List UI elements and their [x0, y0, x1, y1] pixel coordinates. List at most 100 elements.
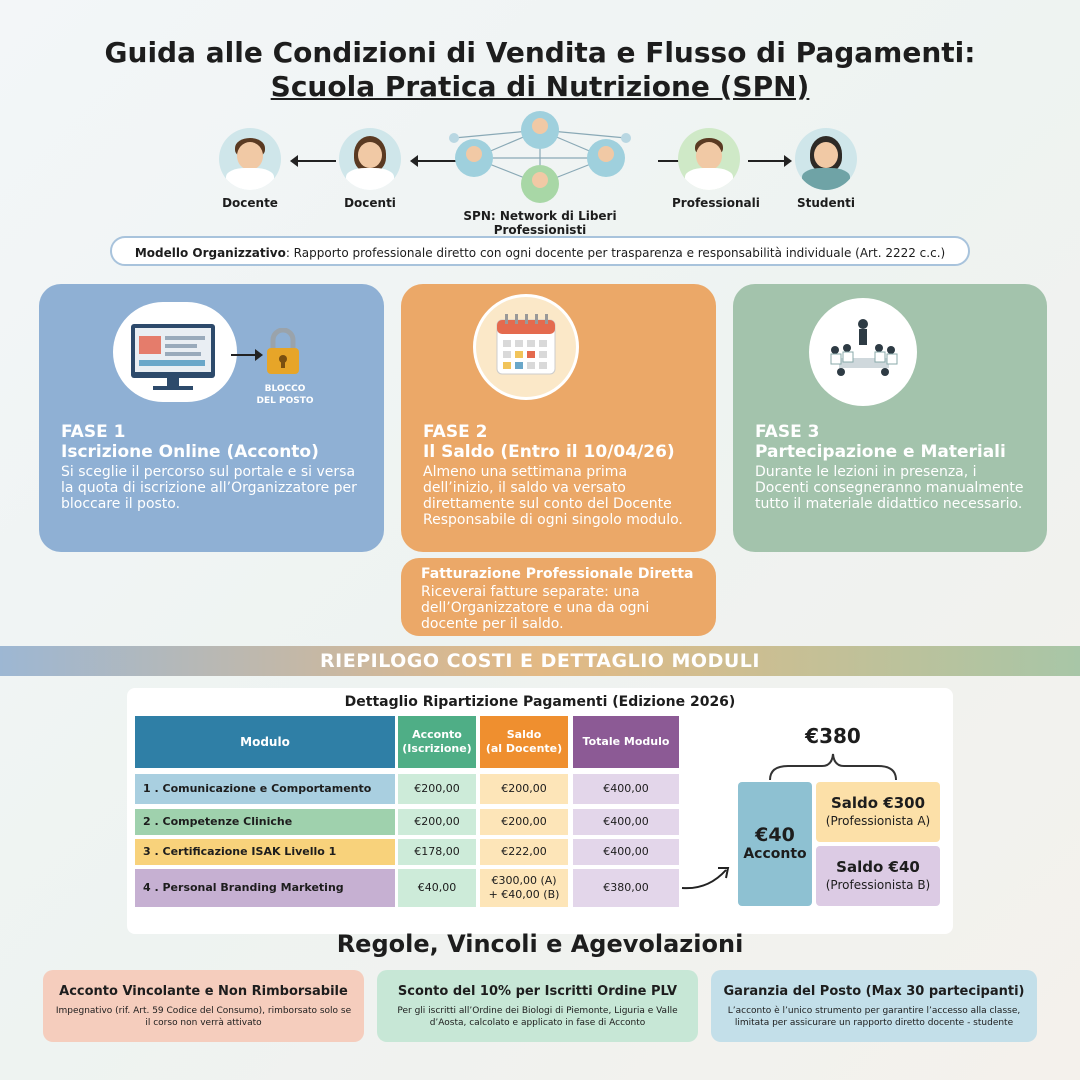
row-4-saldo-b: + €40,00 (B): [488, 888, 560, 901]
network-graph-icon: [449, 111, 631, 203]
classroom-icon: [830, 319, 898, 376]
header-saldo-sub: (al Docente): [485, 742, 563, 755]
network-diagram: Docente Docenti SPN: Net: [210, 108, 870, 237]
acconto-label: Acconto: [743, 846, 807, 862]
calendar-icon: [476, 297, 576, 397]
rule-title: Garanzia del Posto (Max 30 partecipanti): [723, 984, 1025, 999]
saldo-a-title: Saldo €300: [830, 794, 926, 812]
phase-title: Iscrizione Online (Acconto): [61, 442, 319, 462]
phase-title: Il Saldo (Entro il 10/04/26): [423, 442, 675, 462]
phase-2-card: FASE 2 Il Saldo (Entro il 10/04/26) Alme…: [401, 284, 716, 552]
costs-banner: RIEPILOGO COSTI E DETTAGLIO MODULI: [0, 646, 1080, 676]
classroom-illustration: [809, 298, 917, 406]
rule-sconto-plv: Sconto del 10% per Iscritti Ordine PLV P…: [377, 970, 698, 1042]
lock-caption-line-1: BLOCCO: [264, 384, 306, 394]
row-1-totale: €400,00: [573, 774, 679, 804]
title-line-2: Scuola Pratica di Nutrizione (SPN): [270, 70, 810, 103]
acconto-value: €40: [755, 824, 795, 846]
person-label: Studenti: [796, 196, 856, 210]
arrow-left-icon: [410, 155, 456, 167]
person-docenti: Docenti: [338, 128, 402, 210]
acconto-box: €40 Acconto: [738, 782, 812, 906]
rule-text: Per gli iscritti all’Ordine dei Biologi …: [397, 1006, 678, 1028]
row-3-totale: €400,00: [573, 839, 679, 865]
curved-arrow-icon: [681, 867, 730, 890]
header-acconto-label: Acconto: [412, 728, 462, 741]
rule-text: L’acconto è l’unico strumento per garant…: [727, 1006, 1021, 1028]
person-docente: Docente: [218, 128, 282, 210]
row-2-saldo: €200,00: [480, 809, 568, 835]
header-acconto-sub: (Iscrizione): [402, 742, 472, 755]
invoice-title: Fatturazione Professionale Diretta: [421, 566, 694, 582]
header-saldo: Saldo (al Docente): [480, 716, 568, 768]
row-3-acconto: €178,00: [398, 839, 476, 865]
rule-title: Sconto del 10% per Iscritti Ordine PLV: [397, 984, 678, 999]
student-avatar-icon: [795, 128, 857, 190]
spn-network-hub: SPN: Network di Liberi Professionisti: [424, 108, 656, 237]
table-caption: Dettaglio Ripartizione Pagamenti (Edizio…: [344, 694, 736, 710]
rules-title: Regole, Vincoli e Agevolazioni: [336, 930, 744, 958]
doctor-avatar-icon: [339, 128, 401, 190]
person-studenti: Studenti: [794, 128, 858, 210]
invoice-card: Fatturazione Professionale Diretta Ricev…: [401, 558, 716, 636]
row-3-modulo: 3 . Certificazione ISAK Livello 1: [135, 839, 395, 865]
header-modulo: Modulo: [135, 716, 395, 768]
row-3-saldo: €222,00: [480, 839, 568, 865]
calendar-illustration: [473, 294, 579, 400]
header-saldo-label: Saldo: [506, 728, 542, 741]
model-label: Modello Organizzativo: [134, 246, 286, 260]
phase-1-card: BLOCCO DEL POSTO FASE 1 Iscrizione Onlin…: [39, 284, 384, 552]
saldo-a-box: Saldo €300 (Professionista A): [816, 782, 940, 842]
row-2-acconto: €200,00: [398, 809, 476, 835]
header-acconto: Acconto (Iscrizione): [398, 716, 476, 768]
person-label: Docente: [222, 196, 278, 210]
rule-acconto-vincolante: Acconto Vincolante e Non Rimborsabile Im…: [43, 970, 364, 1042]
rule-title: Acconto Vincolante e Non Rimborsabile: [59, 984, 348, 999]
phase-3-card: FASE 3 Partecipazione e Materiali Durant…: [733, 284, 1047, 552]
row-1-saldo: €200,00: [480, 774, 568, 804]
computer-icon: [131, 324, 215, 390]
rule-text: Impegnativo (rif. Art. 59 Codice del Con…: [55, 1006, 352, 1028]
lock-caption-line-2: DEL POSTO: [256, 396, 314, 406]
saldo-b-title: Saldo €40: [836, 858, 920, 876]
phase-number: FASE 1: [61, 422, 126, 442]
row-1-acconto: €200,00: [398, 774, 476, 804]
row-4-modulo: 4 . Personal Branding Marketing: [135, 869, 395, 907]
person-label: Professionali: [672, 196, 760, 210]
arrow-left-icon: [290, 155, 336, 167]
phase-description: Si sceglie il percorso sul portale e si …: [61, 464, 357, 512]
organizational-model-note: Modello Organizzativo: Rapporto professi…: [110, 236, 970, 266]
person-label: Docenti: [344, 196, 396, 210]
row-1-modulo: 1 . Comunicazione e Comportamento: [135, 774, 395, 804]
row-4-saldo: €300,00 (A) + €40,00 (B): [480, 869, 568, 907]
online-enrollment-illustration: [113, 302, 237, 402]
saldo-a-sub: (Professionista A): [825, 814, 931, 828]
model-text: : Rapporto professionale diretto con ogn…: [285, 246, 946, 260]
saldo-b-sub: (Professionista B): [825, 878, 931, 892]
page-title: Guida alle Condizioni di Vendita e Fluss…: [0, 36, 1080, 104]
phase-description: Almeno una settimana prima dell’inizio, …: [423, 464, 683, 528]
row-2-modulo: 2 . Competenze Cliniche: [135, 809, 395, 835]
phase-number: FASE 2: [423, 422, 488, 442]
arrow-right-icon: [231, 349, 263, 361]
rule-garanzia-posto: Garanzia del Posto (Max 30 partecipanti)…: [711, 970, 1037, 1042]
padlock-icon: [267, 328, 299, 374]
scientist-avatar-icon: [678, 128, 740, 190]
row-2-totale: €400,00: [573, 809, 679, 835]
phase-number: FASE 3: [755, 422, 820, 442]
curly-brace-icon: [769, 753, 897, 781]
person-label: SPN: Network di Liberi Professionisti: [463, 209, 617, 237]
phase-title: Partecipazione e Materiali: [755, 442, 1006, 462]
title-line-1: Guida alle Condizioni di Vendita e Fluss…: [104, 36, 976, 69]
header-totale: Totale Modulo: [573, 716, 679, 768]
breakdown-total: €380: [805, 724, 861, 748]
invoice-text: Riceverai fatture separate: una dell’Org…: [421, 584, 650, 632]
doctor-avatar-icon: [219, 128, 281, 190]
lock-caption: BLOCCO DEL POSTO: [245, 383, 325, 407]
saldo-b-box: Saldo €40 (Professionista B): [816, 846, 940, 906]
row-4-saldo-a: €300,00 (A): [491, 874, 557, 887]
row-4-acconto: €40,00: [398, 869, 476, 907]
person-professionali: Professionali: [672, 128, 760, 210]
phase-description: Durante le lezioni in presenza, i Docent…: [755, 464, 1024, 512]
arrow-right-icon: [748, 155, 792, 167]
